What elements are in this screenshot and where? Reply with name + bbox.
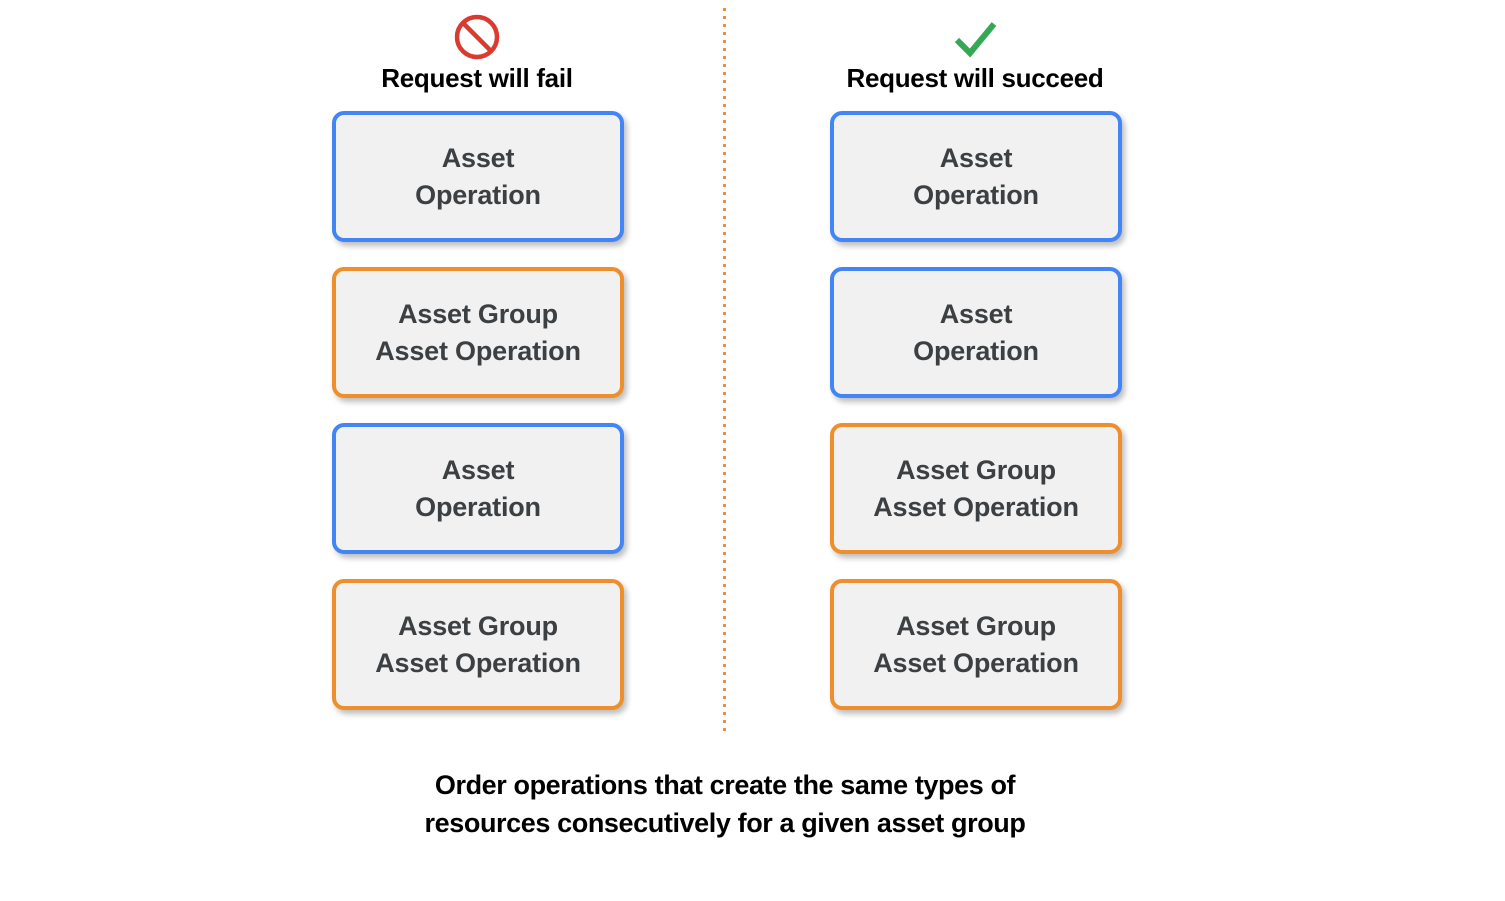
card-asset-operation[interactable]: Asset Operation — [830, 111, 1122, 242]
dotted-divider — [723, 8, 726, 736]
card-line: Operation — [913, 335, 1039, 366]
card-line: Operation — [913, 179, 1039, 210]
card-line: Asset Group — [896, 610, 1056, 641]
check-icon — [954, 22, 997, 58]
card-asset-operation[interactable]: Asset Operation — [332, 111, 624, 242]
diagram-caption: Order operations that create the same ty… — [225, 766, 1225, 842]
column-succeed-header: Request will succeed — [810, 12, 1140, 116]
card-asset-operation[interactable]: Asset Operation — [830, 267, 1122, 398]
card-line: Asset Group — [896, 454, 1056, 485]
card-line: Asset Operation — [375, 335, 581, 366]
column-fail-card-list: Asset Operation Asset Group Asset Operat… — [332, 111, 624, 735]
card-line: Asset Operation — [375, 647, 581, 678]
column-succeed: Request will succeed Asset Operation Ass… — [810, 0, 1140, 710]
card-asset-operation[interactable]: Asset Operation — [332, 423, 624, 554]
caption-line-1: Order operations that create the same ty… — [434, 770, 1016, 800]
column-succeed-card-list: Asset Operation Asset Operation Asset Gr… — [830, 111, 1122, 735]
card-asset-group-asset-operation[interactable]: Asset Group Asset Operation — [332, 579, 624, 710]
card-line: Asset Group — [398, 298, 558, 329]
card-asset-group-asset-operation[interactable]: Asset Group Asset Operation — [830, 579, 1122, 710]
card-line: Asset — [441, 142, 515, 173]
card-asset-group-asset-operation[interactable]: Asset Group Asset Operation — [332, 267, 624, 398]
card-line: Asset — [939, 142, 1013, 173]
card-line: Asset Group — [398, 610, 558, 641]
card-line: Asset Operation — [873, 491, 1079, 522]
column-succeed-label: Request will succeed — [846, 63, 1104, 93]
card-line: Asset — [441, 454, 515, 485]
card-line: Asset — [939, 298, 1013, 329]
card-asset-group-asset-operation[interactable]: Asset Group Asset Operation — [830, 423, 1122, 554]
card-line: Operation — [415, 491, 541, 522]
caption-line-2: resources consecutively for a given asse… — [424, 808, 1026, 838]
column-fail: Request will fail Asset Operation Asset … — [312, 0, 642, 710]
card-line: Operation — [415, 179, 541, 210]
card-line: Asset Operation — [873, 647, 1079, 678]
column-fail-header: Request will fail — [312, 12, 642, 116]
column-fail-label: Request will fail — [381, 63, 573, 93]
prohibition-icon — [454, 14, 500, 60]
